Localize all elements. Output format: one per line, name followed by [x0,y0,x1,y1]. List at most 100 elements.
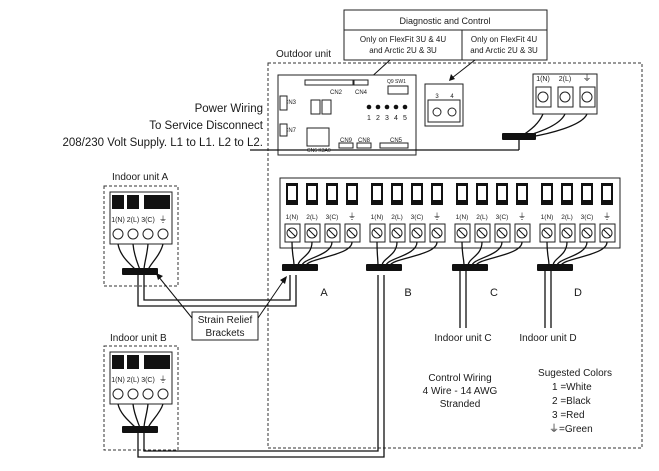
terminal-d-3: 3(C) [579,183,596,243]
control-wiring-line-1: Control Wiring [428,373,491,384]
terminal-label-d-3: 3(C) [581,214,594,221]
terminal-a-4: ⏚ [344,183,361,243]
cn5-label: CN5 [390,138,403,144]
small-terminal-4: 4 [450,94,454,100]
terminal-label-a-3: 3(C) [326,214,339,221]
terminal-b-1: 1(N) [369,183,386,243]
strain-relief-clamp-a [282,264,318,271]
diagnostic-control-box: Diagnostic and Control Only on FlexFit 3… [343,9,548,83]
indoor-b-label-ground: ⏚ [159,375,167,384]
terminal-label-b-2: 2(L) [391,214,403,221]
indoor-unit-a-terminal: 1(N) 2(L) 3(C) ⏚ [109,191,173,245]
terminal-label-c-4: ⏚ [518,212,526,221]
indoor-b-label-1: 1(N) [111,377,125,384]
strain-relief-clamp-b [366,264,402,271]
terminal-d-2: 2(L) [559,183,576,243]
terminal-label-b-3: 3(C) [411,214,424,221]
terminal-label-b-4: ⏚ [433,212,441,221]
zone-letter-d: D [574,287,582,299]
dip-number-3: 3 [385,115,389,122]
terminal-b-4: ⏚ [429,183,446,243]
terminal-label-d-2: 2(L) [561,214,573,221]
terminal-c-2: 2(L) [474,183,491,243]
outdoor-unit-outline [267,62,643,449]
terminal-a-1: 1(N) [284,183,301,243]
terminal-d-4: ⏚ [599,183,616,243]
power-wiring-line-1: Power Wiring [195,103,263,115]
indoor-unit-c-label: Indoor unit C [434,333,491,344]
strain-relief-clamp-c [452,264,488,271]
power-wiring-line-2: To Service Disconnect [149,120,264,132]
indoor-unit-a-outline [103,185,179,287]
terminal-label-c-1: 1(N) [456,214,469,221]
indoor-b-label-2: 2(L) [127,377,139,384]
color-item-4: ⏚=Green [549,423,593,435]
dip-number-4: 4 [394,115,398,122]
small-terminal-3: 3 [435,94,439,100]
cn3-label: CN3 [284,100,297,106]
terminal-label-a-1: 1(N) [286,214,299,221]
cn6-label: CN6 K3A0 [307,148,331,154]
dip-number-5: 5 [403,115,407,122]
diagnostic-terminal: 3 4 [424,83,464,127]
indoor-unit-b-terminal: 1(N) 2(L) 3(C) ⏚ [109,351,173,405]
cn2-label: CN2 [330,90,343,96]
indoor-b-label-3: 3(C) [141,377,155,384]
terminal-label-c-3: 3(C) [496,214,509,221]
outdoor-unit-label: Outdoor unit [276,49,331,60]
indoor-a-label-1: 1(N) [111,217,125,224]
terminal-label-a-2: 2(L) [306,214,318,221]
cn4-label: CN4 [355,90,368,96]
zone-letter-c: C [490,287,498,299]
power-terminal-ground: ⏚ [582,73,591,83]
terminal-label-c-2: 2(L) [476,214,488,221]
diagnostic-right-note-1: Only on FlexFit 4U [471,35,537,44]
control-wiring-line-2: 4 Wire - 14 AWG [423,386,498,397]
terminal-d-1: 1(N) [539,183,556,243]
strain-relief-clamp-d [537,264,573,271]
terminal-b-2: 2(L) [389,183,406,243]
diagnostic-left-note-1: Only on FlexFit 3U & 4U [360,35,446,44]
zone-letter-a: A [320,287,328,299]
diagnostic-title: Diagnostic and Control [399,16,490,26]
terminal-b-3: 3(C) [409,183,426,243]
terminal-a-2: 2(L) [304,183,321,243]
diagnostic-left-note-2: and Arctic 2U & 3U [369,46,437,55]
colors-title: Sugested Colors [538,368,612,379]
power-terminal-2: 2(L) [559,76,571,83]
terminal-a-3: 3(C) [324,183,341,243]
indoor-unit-a-title: Indoor unit A [112,172,168,183]
terminal-c-4: ⏚ [514,183,531,243]
strain-relief-line-2: Brackets [206,328,245,339]
cn8-label: CN8 [358,138,371,144]
cn9-label: CN9 [340,138,353,144]
dip-number-2: 2 [376,115,380,122]
power-wiring-line-3: 208/230 Volt Supply. L1 to L1. L2 to L2. [62,137,263,149]
indoor-a-label-2: 2(L) [127,217,139,224]
terminal-label-b-1: 1(N) [371,214,384,221]
main-terminal-block: 1(N) 2(L) 3(C) ⏚ 1(N) 2(L) 3(C) ⏚ 1(N) 2(L) 3(C) ⏚ 1… [279,177,621,249]
terminal-label-d-1: 1(N) [541,214,554,221]
strain-relief-line-1: Strain Relief [198,315,253,326]
indoor-unit-d-label: Indoor unit D [519,333,576,344]
color-item-1: 1 =White [552,382,592,393]
zone-letter-b: B [404,287,411,299]
control-board: CN3 CN2 CN4 CN7 CN6 K3A0 CN9 CN8 CN5 Q9 … [277,74,417,156]
cn7-label: CN7 [284,128,297,134]
indoor-unit-b-title: Indoor unit B [110,333,167,344]
color-item-2: 2 =Black [552,396,592,407]
power-terminal-1: 1(N) [536,76,550,83]
indoor-unit-b-outline [103,345,179,451]
indoor-a-label-ground: ⏚ [159,215,167,224]
terminal-label-d-4: ⏚ [603,212,611,221]
terminal-label-a-4: ⏚ [348,212,356,221]
color-item-3: 3 =Red [552,410,585,421]
indoor-a-label-3: 3(C) [141,217,155,224]
terminal-c-3: 3(C) [494,183,511,243]
sw-label: Q9 SW1 [387,79,406,85]
dip-number-1: 1 [367,115,371,122]
power-terminal: 1(N) 2(L) ⏚ [532,73,598,115]
diagnostic-right-note-2: and Arctic 2U & 3U [470,46,538,55]
control-wiring-line-3: Stranded [440,399,481,410]
